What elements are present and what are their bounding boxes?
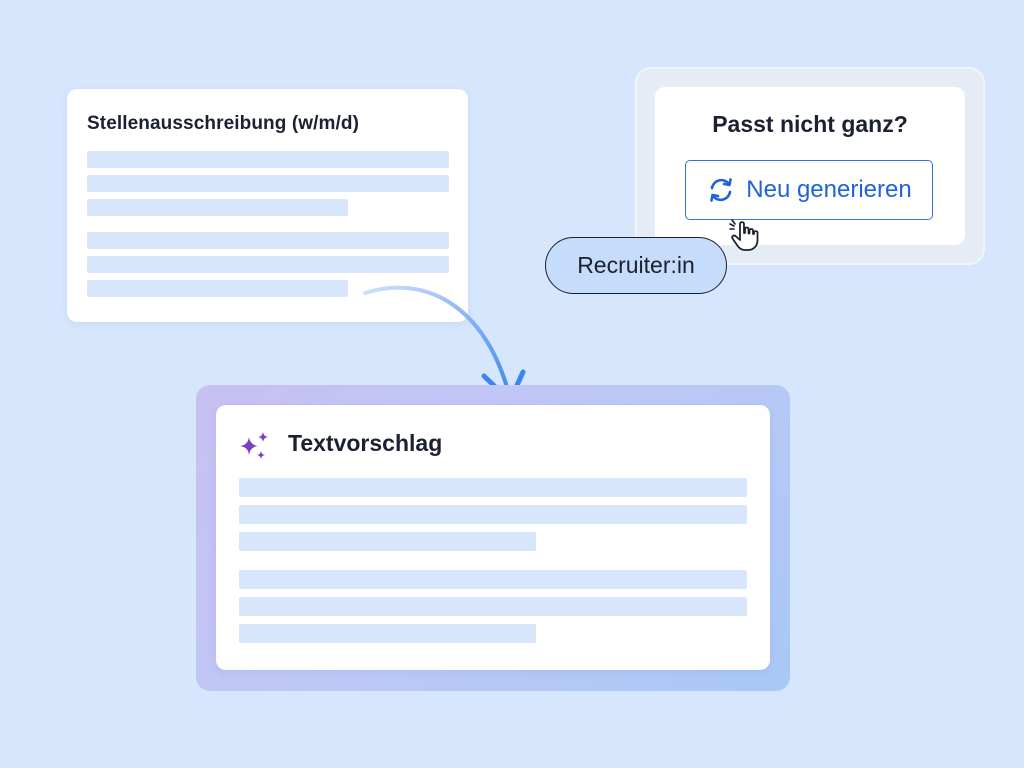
job-posting-title: Stellenausschreibung (w/m/d)	[87, 113, 360, 134]
recruiter-badge-label: Recruiter:in	[577, 252, 695, 278]
sparkle-icon	[240, 432, 268, 459]
placeholder-line	[239, 505, 747, 524]
placeholder-line	[239, 624, 536, 643]
regenerate-title: Passt nicht ganz?	[712, 111, 908, 137]
suggestion-title: Textvorschlag	[288, 430, 443, 456]
placeholder-line	[239, 570, 747, 589]
placeholder-line	[87, 175, 449, 192]
placeholder-line	[87, 256, 449, 273]
placeholder-line	[239, 478, 747, 497]
placeholder-line	[87, 151, 449, 168]
regenerate-button-label: Neu generieren	[746, 176, 912, 203]
placeholder-line	[87, 199, 348, 216]
placeholder-line	[239, 532, 536, 551]
suggestion-card: Textvorschlag	[216, 405, 770, 670]
refresh-icon	[710, 178, 733, 202]
job-posting-card: Stellenausschreibung (w/m/d)	[67, 89, 468, 322]
placeholder-line	[87, 280, 348, 297]
placeholder-line	[239, 597, 747, 616]
hand-cursor-icon	[729, 219, 759, 251]
regenerate-panel: Passt nicht ganz? Neu generieren	[655, 87, 965, 245]
placeholder-line	[87, 232, 449, 249]
recruiter-badge: Recruiter:in	[545, 237, 727, 294]
regenerate-button[interactable]: Neu generieren	[685, 160, 933, 220]
